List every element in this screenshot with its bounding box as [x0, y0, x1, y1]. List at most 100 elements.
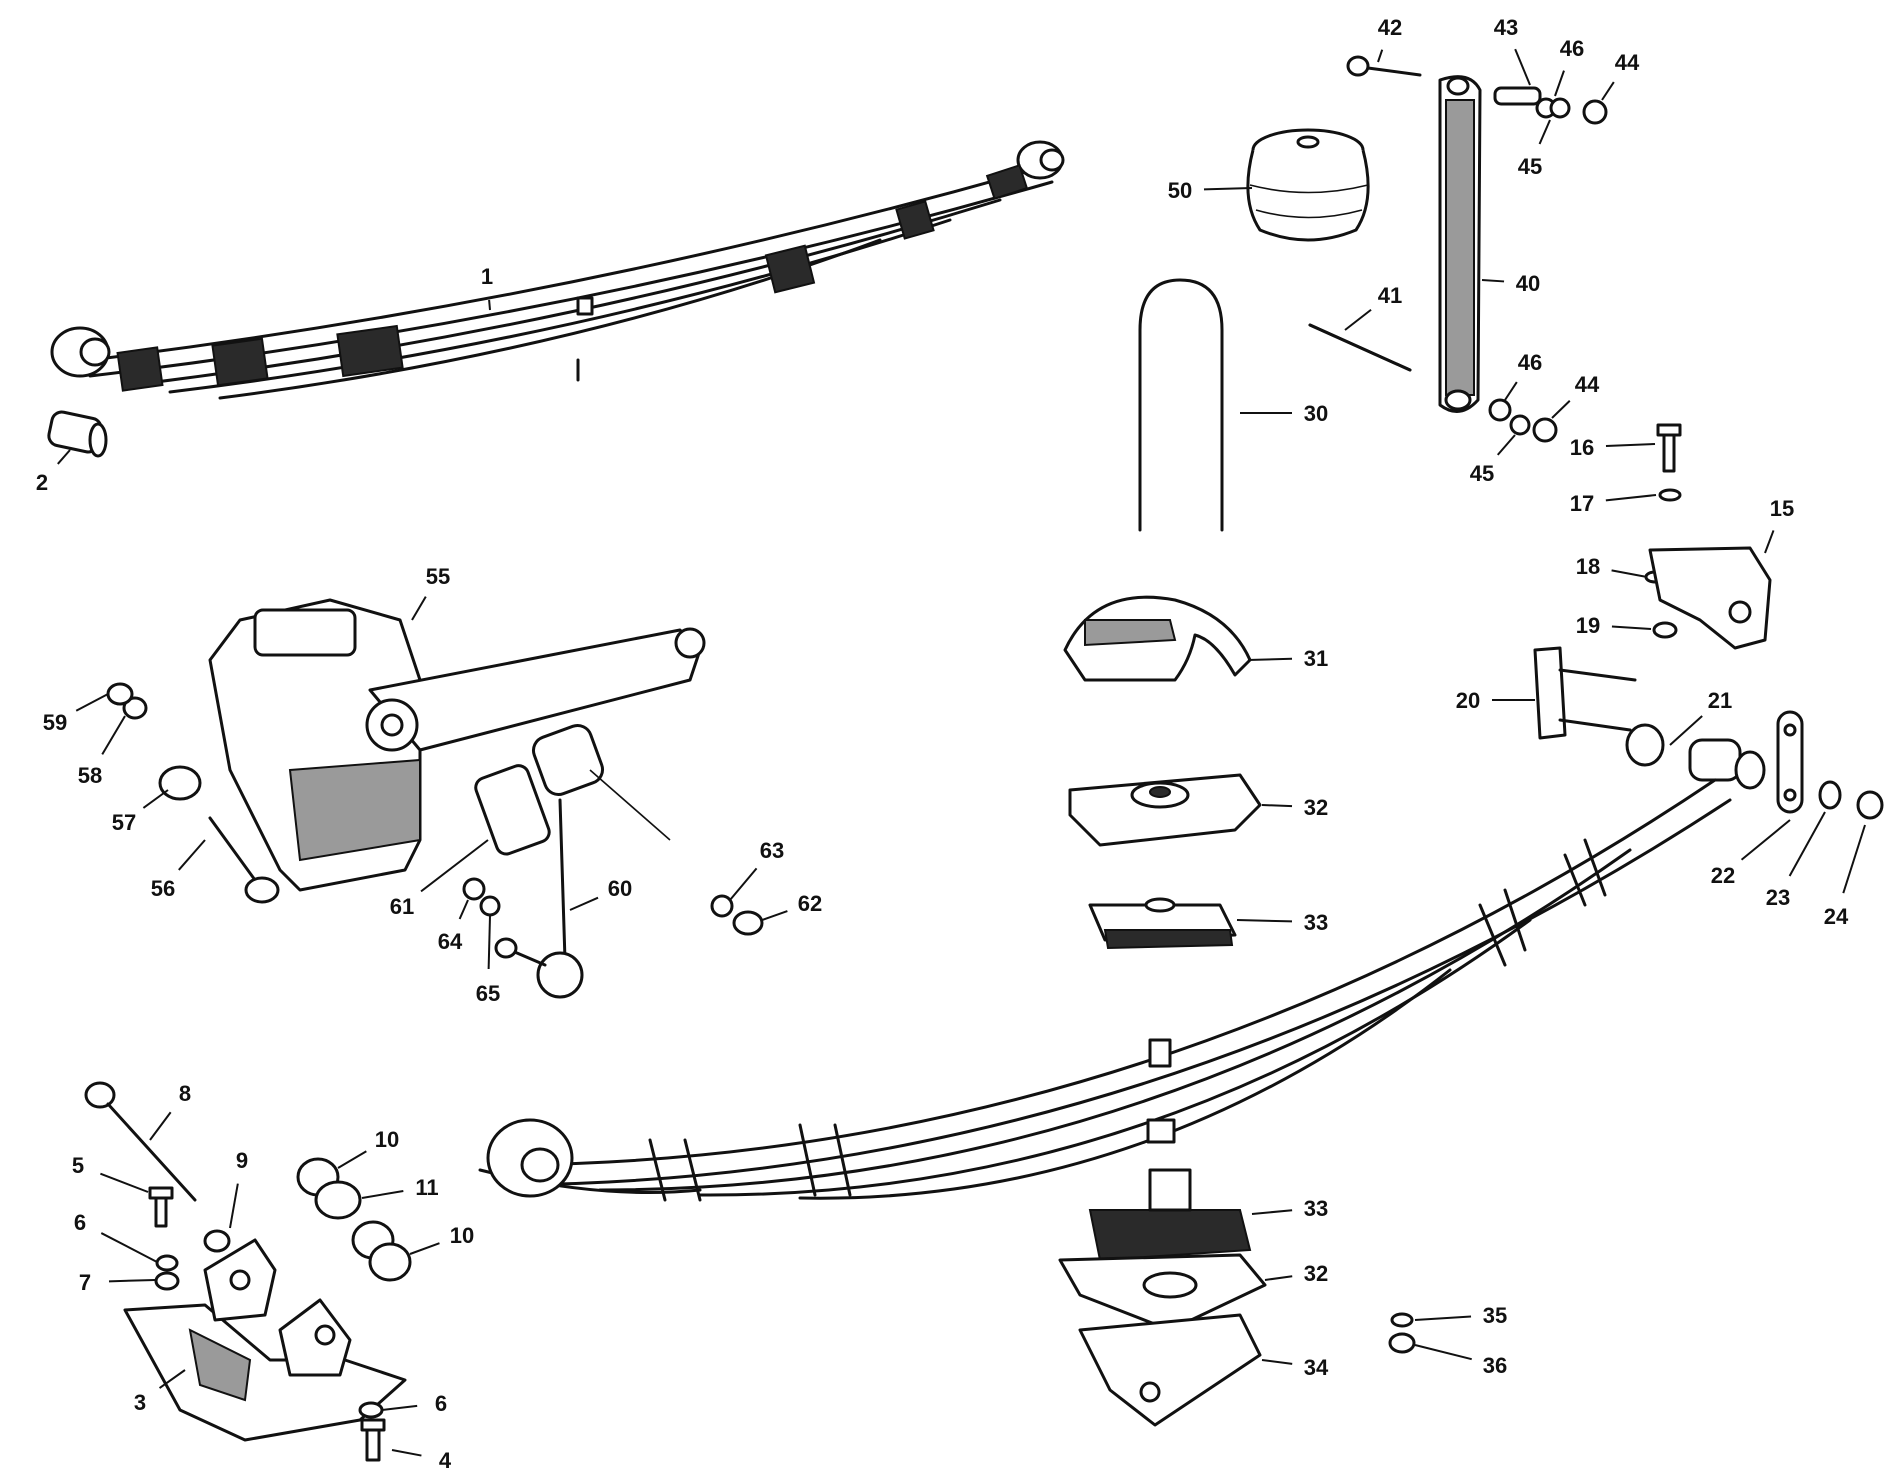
callout-number-c43: 43 [1494, 15, 1518, 40]
bolt-16 [1656, 423, 1682, 473]
callout-number-c7: 7 [79, 1270, 91, 1295]
leader-line-c61 [420, 839, 489, 893]
spring-pad-33-upper [1088, 897, 1237, 950]
callout-number-c35: 35 [1483, 1303, 1507, 1328]
leader-line-c36 [1414, 1344, 1472, 1361]
leader-line-c24 [1842, 824, 1866, 894]
callout-number-c22: 22 [1711, 863, 1735, 888]
callout-number-c9: 9 [236, 1148, 248, 1173]
leader-line-c21 [1669, 715, 1703, 746]
leader-line-c65 [487, 915, 491, 970]
leader-line-c1 [488, 299, 491, 311]
spring-plate-32-upper [1068, 773, 1262, 847]
callout-number-c18: 18 [1576, 554, 1600, 579]
leader-line-c41 [1344, 308, 1372, 331]
rubber-bushes-10-11 [296, 1157, 412, 1282]
spring-hanger-bracket-15 [1648, 546, 1772, 650]
spring-seat-cap-31 [1063, 595, 1252, 682]
leader-line-c64 [458, 899, 469, 920]
callout-number-c46a: 46 [1560, 36, 1584, 61]
callout-number-c45a: 45 [1518, 154, 1542, 179]
callout-number-c15: 15 [1770, 496, 1794, 521]
callout-number-c10b: 10 [450, 1223, 474, 1248]
callout-number-c33b: 33 [1304, 1196, 1328, 1221]
bush-61 [474, 764, 551, 856]
leader-line-c5 [100, 1172, 149, 1193]
washer-65 [479, 895, 501, 917]
leader-line-c44b [1551, 400, 1571, 419]
nut-64 [462, 877, 486, 901]
callout-number-c58: 58 [78, 763, 102, 788]
leader-line-c42 [1377, 49, 1384, 63]
leader-line-c32a [1261, 804, 1293, 808]
spring-pad-33-lower [1088, 1168, 1252, 1262]
leader-line-c11 [361, 1190, 404, 1199]
leader-line-c59 [75, 693, 109, 712]
shackle-washers-lower [1488, 398, 1558, 443]
callout-number-c36: 36 [1483, 1353, 1507, 1378]
leader-line-c23 [1788, 811, 1826, 877]
callout-number-c44b: 44 [1575, 372, 1600, 397]
callout-number-c45b: 45 [1470, 461, 1494, 486]
washer-63 [710, 894, 734, 918]
washer-17 [1658, 488, 1682, 502]
callout-number-c65: 65 [476, 981, 500, 1006]
leader-line-c33b [1251, 1209, 1293, 1215]
leader-line-c43 [1514, 48, 1531, 86]
leader-line-c15 [1764, 530, 1775, 554]
callout-number-c1: 1 [481, 264, 493, 289]
washer-6b [358, 1401, 384, 1419]
shackle-bolt-42 [1346, 55, 1422, 77]
upper-leaf-spring [50, 140, 1065, 400]
leader-line-c31 [1247, 657, 1293, 661]
leader-line-c45a [1538, 119, 1551, 145]
callout-number-c59: 59 [43, 710, 67, 735]
callout-number-c6b: 6 [435, 1391, 447, 1416]
callout-number-c60: 60 [608, 876, 632, 901]
callout-number-c50: 50 [1168, 178, 1192, 203]
leader-line-c58 [101, 715, 126, 755]
callout-number-c33a: 33 [1304, 910, 1328, 935]
callout-number-c44a: 44 [1615, 50, 1640, 75]
leader-line-c10a [337, 1150, 367, 1169]
washer-23 [1818, 780, 1842, 810]
callout-number-c19: 19 [1576, 613, 1600, 638]
shackle-plate [1438, 75, 1482, 413]
u-bolt [1138, 278, 1224, 532]
callout-number-c42: 42 [1378, 15, 1402, 40]
leader-line-c35 [1414, 1315, 1472, 1321]
callout-number-c62: 62 [798, 891, 822, 916]
callout-number-c32a: 32 [1304, 795, 1328, 820]
leader-line-c33a [1236, 919, 1293, 923]
washer-35 [1390, 1312, 1414, 1328]
leader-line-c8 [149, 1111, 172, 1141]
leader-line-c2 [57, 449, 71, 465]
callout-number-c30: 30 [1304, 401, 1328, 426]
leader-line-c7 [108, 1279, 156, 1283]
bolt-4 [360, 1418, 386, 1462]
leader-line-c3 [158, 1369, 186, 1389]
shackle-pin-upper [1493, 86, 1542, 106]
washer-57 [158, 765, 202, 801]
callout-number-c16: 16 [1570, 435, 1594, 460]
leader-line-c32b [1264, 1275, 1293, 1281]
callout-number-c41: 41 [1378, 283, 1402, 308]
leader-line-c18 [1611, 569, 1648, 578]
leader-line-c50 [1203, 187, 1253, 191]
leader-line-c17 [1605, 494, 1657, 502]
leader-line-c6a [100, 1232, 158, 1263]
leader-line-c62 [761, 910, 788, 921]
callout-number-c11: 11 [415, 1175, 438, 1200]
callout-number-c64: 64 [438, 929, 463, 954]
callout-number-c32b: 32 [1304, 1261, 1328, 1286]
callout-number-c34: 34 [1304, 1355, 1329, 1380]
callout-number-c56: 56 [151, 876, 175, 901]
leader-line-c44a [1601, 81, 1615, 101]
lower-leaf-spring [478, 778, 1732, 1202]
leader-line-c22 [1740, 819, 1791, 861]
callout-number-c40: 40 [1516, 271, 1540, 296]
shackle-pin-plate-20 [1533, 646, 1637, 740]
leader-line-c60 [569, 896, 599, 911]
washer-58 [122, 696, 148, 720]
